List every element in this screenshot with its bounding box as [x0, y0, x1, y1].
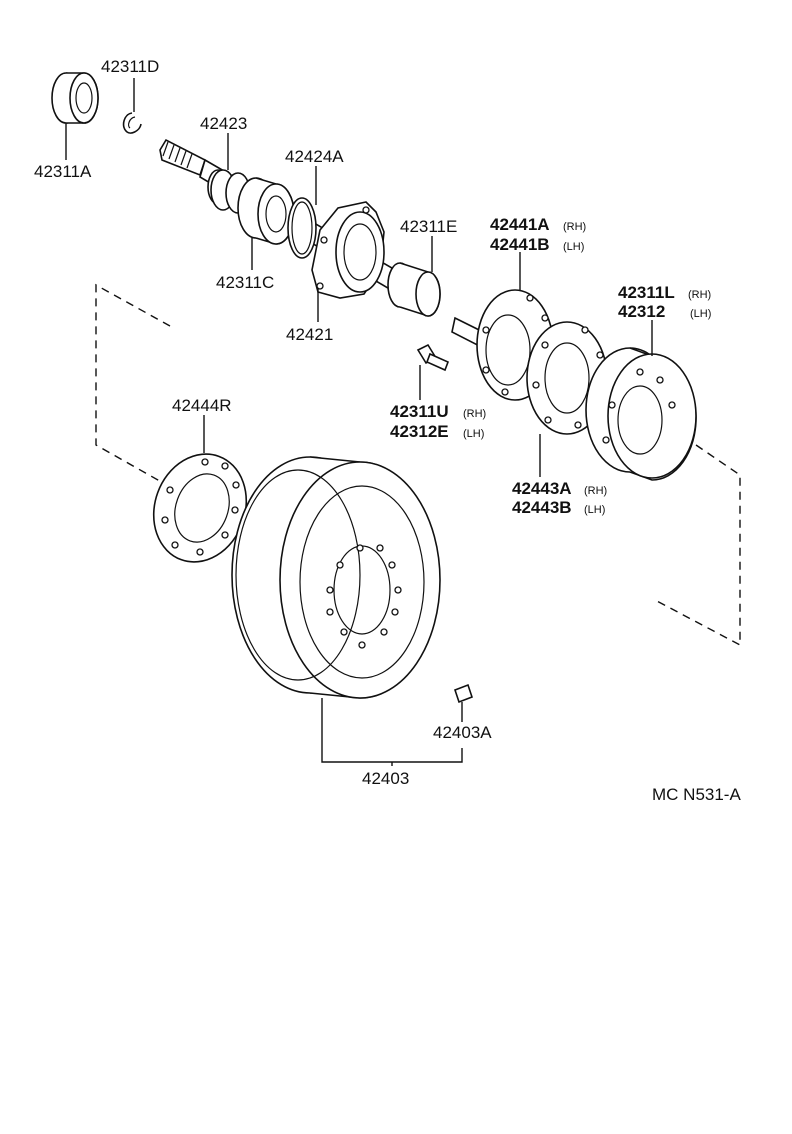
label-42441A-side: (RH): [563, 221, 586, 233]
hub-cover-42311L: [585, 347, 697, 481]
gasket-42444R: [152, 453, 248, 563]
label-42423: 42423: [200, 114, 247, 133]
label-42424A: 42424A: [285, 147, 344, 166]
snap-ring-42311D: [122, 112, 142, 134]
label-42403: 42403: [362, 769, 409, 788]
bearing-42311E: [387, 262, 441, 317]
plug-42403A: [453, 683, 474, 704]
bearing-42311C: [237, 177, 295, 245]
label-42403A: 42403A: [433, 723, 492, 742]
label-42311A: 42311A: [34, 162, 92, 181]
retainer-flange-42421: [311, 201, 385, 299]
label-42311U: 42311U: [390, 402, 449, 421]
label-42312E: 42312E: [390, 422, 449, 441]
label-42441A: 42441A: [490, 215, 550, 234]
label-42441B-side: (LH): [563, 241, 584, 253]
hub-bolt-42311U: [416, 343, 450, 372]
label-42311E: 42311E: [400, 217, 457, 236]
label-42312-side: (LH): [690, 308, 711, 320]
label-42311D: 42311D: [101, 57, 159, 76]
label-42443A-side: (RH): [584, 485, 607, 497]
label-42311L: 42311L: [618, 283, 675, 302]
label-42441B: 42441B: [490, 235, 550, 254]
brake-drum-42403: [231, 456, 441, 699]
label-42443B-side: (LH): [584, 504, 605, 516]
label-42421: 42421: [286, 325, 333, 344]
o-ring-42424A: [287, 197, 317, 259]
label-42443A: 42443A: [512, 479, 572, 498]
dashed-guides: [95, 283, 741, 647]
label-42311C: 42311C: [216, 273, 274, 292]
label-42444R: 42444R: [172, 396, 232, 415]
label-42312E-side: (LH): [463, 428, 484, 440]
diagram-code: MC N531-A: [652, 785, 741, 804]
label-42312: 42312: [618, 302, 665, 321]
oil-seal-42311A: [51, 72, 99, 124]
label-42311U-side: (RH): [463, 408, 486, 420]
label-42443B: 42443B: [512, 498, 572, 517]
label-42311L-side: (RH): [688, 289, 711, 301]
